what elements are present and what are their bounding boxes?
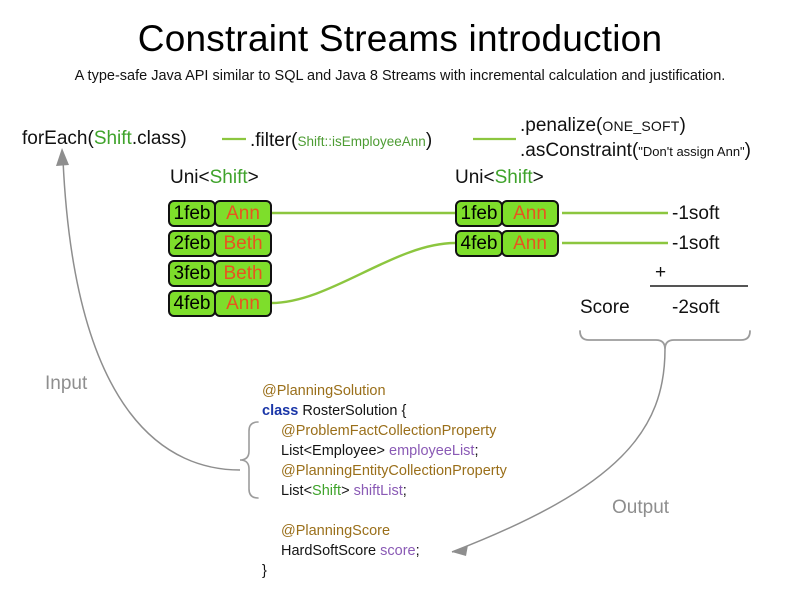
source-token (262, 503, 266, 519)
shift-employee: Beth (214, 260, 272, 287)
penalize-arg: ONE_SOFT (602, 118, 680, 134)
foreach-tail: .class) (131, 128, 187, 149)
source-token: employeeList (389, 443, 475, 459)
shift-employee: Ann (501, 230, 559, 257)
shift-employee: Ann (214, 200, 272, 227)
source-token: List<Employee> (281, 443, 390, 459)
source-line: @PlanningEntityCollectionProperty (262, 461, 507, 481)
source-line: class RosterSolution { (262, 401, 507, 421)
source-line (262, 501, 507, 521)
source-token: List< (281, 483, 313, 499)
uni-left-prefix: Uni< (170, 167, 210, 188)
filter-ref-type: Shift (297, 134, 325, 149)
source-line: List<Employee> employeeList; (262, 441, 507, 461)
source-token: class (262, 403, 303, 419)
penalize-tail: ) (679, 115, 686, 136)
penalize-expression: .penalize(ONE_SOFT) (520, 115, 686, 137)
shift-employee: Ann (501, 200, 559, 227)
shift-date: 4feb (168, 290, 216, 317)
uni-left-suffix: > (247, 167, 259, 188)
output-label: Output (612, 497, 670, 518)
sum-operator: + (655, 262, 667, 283)
filter-call: .filter( (250, 130, 298, 151)
score-total: -2soft (672, 297, 720, 318)
input-arrowhead (56, 148, 69, 166)
penalty-value-2: -1soft (672, 233, 720, 254)
uni-left-type: Shift (209, 167, 248, 188)
source-token: ; (415, 543, 420, 559)
filter-expression: .filter(Shift::isEmployeeAnn) (250, 130, 432, 152)
foreach-expression: forEach(Shift.class) (22, 128, 187, 150)
uni-right-suffix: > (532, 167, 544, 188)
shift-employee: Ann (214, 290, 272, 317)
source-line: @ProblemFactCollectionProperty (262, 421, 507, 441)
shift-date: 1feb (455, 200, 503, 227)
asconstraint-call: .asConstraint( (520, 140, 639, 161)
foreach-call: forEach( (22, 128, 94, 149)
source-token: Shift (312, 483, 342, 499)
input-label: Input (45, 373, 88, 394)
source-token: @ProblemFactCollectionProperty (281, 423, 497, 439)
source-token: RosterSolution { (302, 403, 407, 419)
source-code-block: @PlanningSolution class RosterSolution { @… (262, 381, 507, 581)
shift-date: 1feb (168, 200, 216, 227)
source-token: shiftList (353, 483, 403, 499)
source-token: @PlanningEntityCollectionProperty (281, 463, 507, 479)
source-line: HardSoftScore score; (262, 541, 507, 561)
source-line: List<Shift> shiftList; (262, 481, 507, 501)
asconstraint-arg: "Don't assign Ann" (638, 144, 745, 159)
uni-right-type: Shift (494, 167, 533, 188)
source-token: score (380, 543, 416, 559)
source-token: ; (474, 443, 479, 459)
filter-tail: ) (425, 130, 433, 151)
source-token: > (341, 483, 354, 499)
source-line: @PlanningScore (262, 521, 507, 541)
source-token: ; (402, 483, 407, 499)
score-brace (579, 330, 751, 350)
page-subtitle: A type-safe Java API similar to SQL and … (74, 68, 726, 84)
asconstraint-tail: ) (744, 140, 751, 161)
source-line: } (262, 561, 507, 581)
uni-label-left: Uni<Shift> (170, 167, 259, 189)
uni-right-prefix: Uni< (455, 167, 495, 188)
score-label: Score (580, 297, 630, 318)
asconstraint-expression: .asConstraint("Don't assign Ann") (520, 140, 751, 162)
source-token: HardSoftScore (281, 543, 381, 559)
source-line: @PlanningSolution (262, 381, 507, 401)
filter-ref-method: ::isEmployeeAnn (324, 134, 426, 149)
shift-date: 2feb (168, 230, 216, 257)
wire-row4 (270, 241, 456, 305)
penalty-value-1: -1soft (672, 203, 720, 224)
shift-date: 3feb (168, 260, 216, 287)
foreach-type: Shift (93, 128, 132, 149)
source-token: } (262, 563, 267, 579)
source-token: @PlanningScore (281, 523, 391, 539)
page-title: Constraint Streams introduction (137, 18, 663, 59)
shift-employee: Beth (214, 230, 272, 257)
source-brace (239, 421, 259, 499)
penalize-call: .penalize( (520, 115, 603, 136)
uni-label-right: Uni<Shift> (455, 167, 544, 189)
shift-date: 4feb (455, 230, 503, 257)
source-token: @PlanningSolution (262, 383, 386, 399)
